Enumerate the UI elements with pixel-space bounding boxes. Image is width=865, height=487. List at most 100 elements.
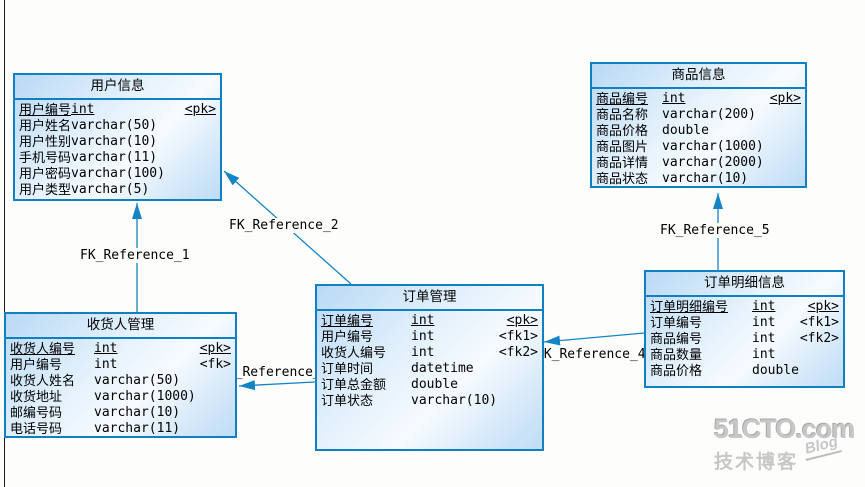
column-type: int bbox=[71, 102, 95, 117]
column-name: 用户性别 bbox=[19, 134, 71, 149]
fk-reference-1-label[interactable]: FK_Reference_1 bbox=[80, 248, 190, 263]
column-key bbox=[748, 171, 801, 186]
column-name: 用户编号 bbox=[321, 329, 374, 344]
column-key bbox=[196, 389, 231, 405]
column-type: varchar(11) bbox=[71, 150, 158, 165]
column-type: varchar(5) bbox=[71, 182, 150, 197]
column-key: <fk> bbox=[199, 357, 231, 372]
table-title: 用户信息 bbox=[15, 75, 220, 100]
column-key bbox=[157, 134, 216, 150]
column-key bbox=[180, 373, 231, 389]
table-row: 商品图片 varchar(1000) bbox=[596, 139, 801, 155]
column-name: 商品数量 bbox=[650, 347, 703, 362]
column-key bbox=[458, 377, 538, 393]
column-name: 收货地址 bbox=[10, 389, 63, 404]
table-title: 商品信息 bbox=[592, 64, 805, 89]
column-key: <pk> bbox=[184, 102, 216, 117]
column-key bbox=[157, 150, 216, 166]
column-key: <fk2> bbox=[799, 331, 839, 346]
column-name: 收货人姓名 bbox=[10, 373, 76, 388]
column-key bbox=[764, 155, 801, 171]
fk-reference-2-label[interactable]: FK_Reference_2 bbox=[229, 218, 339, 233]
column-type: varchar(200) bbox=[662, 107, 756, 122]
fk-reference-3-label[interactable]: FK_Reference_3 bbox=[219, 365, 329, 380]
column-type: double bbox=[752, 363, 799, 378]
table-row: 用户编号 int <fk> bbox=[10, 357, 231, 373]
column-type: int bbox=[94, 357, 118, 372]
column-name: 订单编号 bbox=[650, 315, 703, 330]
column-name: 订单时间 bbox=[321, 361, 374, 376]
column-name: 商品编号 bbox=[596, 91, 649, 106]
connector-fk-reference-4[interactable] bbox=[543, 332, 645, 346]
column-key bbox=[497, 393, 538, 409]
column-type: int bbox=[752, 315, 776, 330]
connector-fk-reference-3[interactable] bbox=[238, 380, 316, 391]
column-type: double bbox=[662, 123, 709, 138]
page-margin-line bbox=[4, 0, 5, 487]
column-key bbox=[764, 139, 801, 155]
column-name: 订单编号 bbox=[321, 313, 374, 328]
column-key bbox=[149, 182, 216, 198]
column-name: 商品价格 bbox=[596, 123, 649, 138]
column-type: int bbox=[411, 329, 435, 344]
column-key bbox=[165, 166, 216, 182]
column-name: 用户编号 bbox=[10, 357, 63, 372]
watermark-brand: 51CTO.com bbox=[714, 414, 856, 444]
column-type: int bbox=[94, 341, 118, 356]
column-key: <pk> bbox=[807, 299, 839, 314]
fk-reference-5-label[interactable]: FK_Reference_5 bbox=[660, 223, 770, 238]
column-type: int bbox=[752, 299, 776, 314]
table-row: 订单时间 datetime bbox=[321, 361, 538, 377]
column-name: 商品图片 bbox=[596, 139, 649, 154]
column-name: 收货人编号 bbox=[10, 341, 76, 356]
column-name: 商品详情 bbox=[596, 155, 649, 170]
column-key bbox=[709, 123, 801, 139]
column-type: varchar(10) bbox=[662, 171, 749, 186]
column-key: <pk> bbox=[199, 341, 231, 356]
column-name: 用户姓名 bbox=[19, 118, 71, 133]
column-name: 收货人编号 bbox=[321, 345, 387, 360]
column-name: 订单明细编号 bbox=[650, 299, 729, 314]
column-name: 用户密码 bbox=[19, 166, 71, 181]
column-type: varchar(1000) bbox=[662, 139, 764, 154]
column-type: varchar(1000) bbox=[94, 389, 196, 404]
table-title: 收货人管理 bbox=[6, 314, 235, 339]
table-row: 收货人编号 int <pk> bbox=[10, 341, 231, 357]
fk-reference-4-label[interactable]: FK_Reference_4 bbox=[536, 347, 646, 362]
column-type: int bbox=[662, 91, 686, 106]
column-type: varchar(50) bbox=[71, 118, 158, 133]
table-row: 商品状态 varchar(10) bbox=[596, 171, 801, 186]
column-type: varchar(50) bbox=[94, 373, 181, 388]
column-name: 电话号码 bbox=[10, 421, 63, 436]
column-type: datetime bbox=[411, 361, 474, 376]
column-key bbox=[799, 363, 839, 379]
column-type: double bbox=[411, 377, 458, 392]
table-title: 订单明细信息 bbox=[646, 272, 843, 297]
table-row: 订单明细编号 int <pk> bbox=[650, 299, 839, 315]
column-type: varchar(10) bbox=[71, 134, 158, 149]
column-type: varchar(2000) bbox=[662, 155, 764, 170]
column-key bbox=[180, 405, 231, 421]
column-name: 商品价格 bbox=[650, 363, 703, 378]
column-name: 商品状态 bbox=[596, 171, 649, 186]
table-receiver-mgmt[interactable]: 收货人管理 收货人编号 int <pk> 用户编号 int <fk> 收货人姓名 varcha… bbox=[4, 312, 237, 438]
column-type: varchar(10) bbox=[94, 405, 181, 420]
column-type: int bbox=[752, 347, 776, 362]
